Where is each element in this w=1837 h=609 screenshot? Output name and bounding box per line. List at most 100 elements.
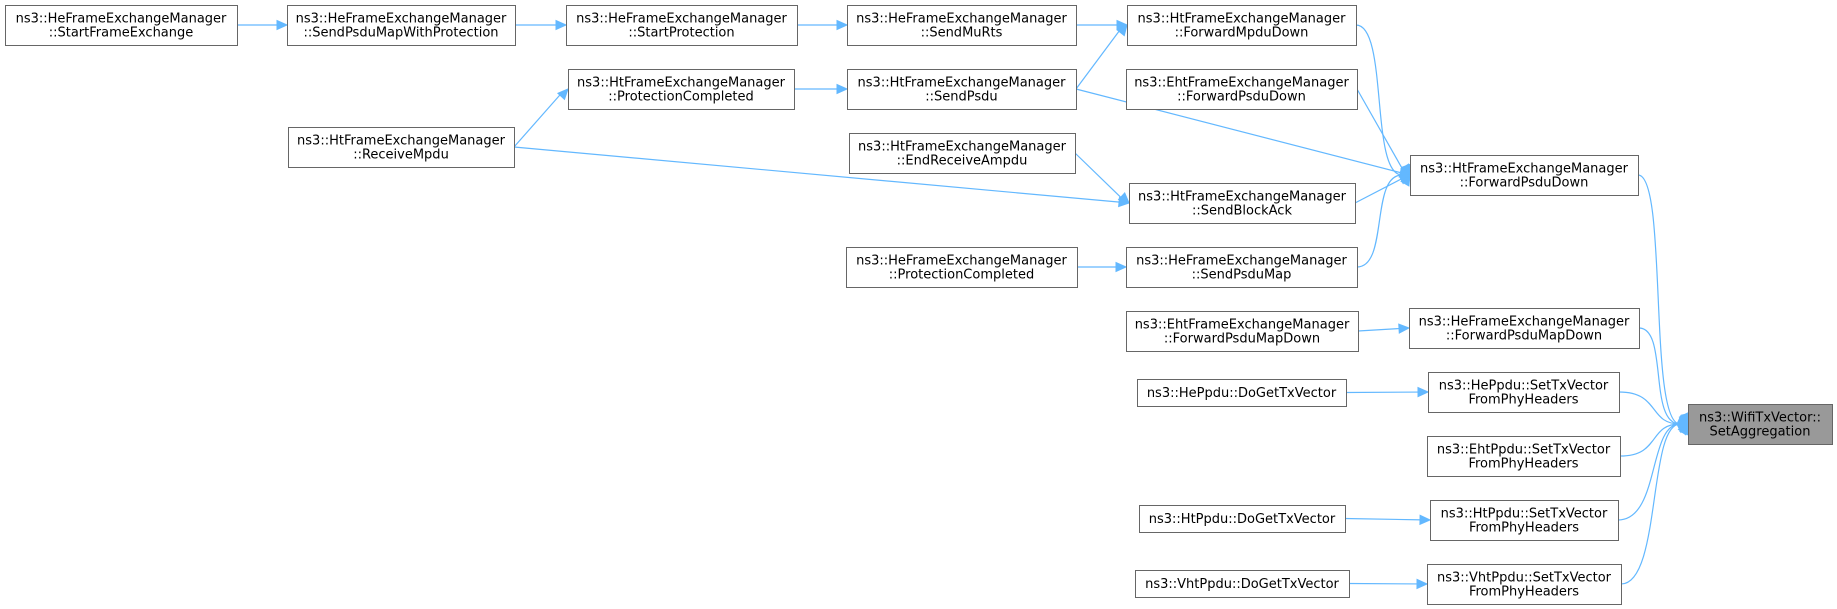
edge-ht_fwdmpdu-to-ht_fwdpsdu [1355, 24, 1412, 177]
node-box[interactable] [1139, 505, 1346, 533]
edge-ht_endrecvampdu-to-ht_sendblockack [1074, 152, 1130, 204]
node-box[interactable] [1126, 247, 1358, 288]
node-box[interactable] [1430, 500, 1619, 541]
arrow-head [276, 19, 289, 31]
node-he_sendmurts[interactable]: ns3::HeFrameExchangeManager::SendMuRts [847, 5, 1077, 46]
node-ht_protcompleted[interactable]: ns3::HtFrameExchangeManager::ProtectionC… [568, 69, 795, 110]
node-ht_fwdmpdu[interactable]: ns3::HtFrameExchangeManager::ForwardMpdu… [1127, 5, 1357, 46]
node-box[interactable] [847, 5, 1077, 46]
edge-line [1620, 423, 1681, 585]
edge-line [1356, 174, 1403, 268]
node-box[interactable] [1409, 308, 1640, 349]
node-label-line: ns3::HtFrameExchangeManager [858, 76, 1067, 91]
node-box[interactable] [5, 5, 238, 46]
arrow-head [1419, 514, 1432, 526]
node-label-line: ns3::HeFrameExchangeManager [576, 12, 787, 27]
node-eht_fwdpsdumap[interactable]: ns3::EhtFrameExchangeManager::ForwardPsd… [1126, 311, 1359, 352]
node-label-line: ::ForwardPsduDown [1177, 90, 1306, 105]
edge-line [1619, 423, 1681, 457]
node-box[interactable] [1129, 183, 1356, 224]
node-label-line: ns3::HtFrameExchangeManager [297, 134, 506, 149]
node-label-line: ::ForwardPsduMapDown [1446, 329, 1602, 344]
node-setaggregation[interactable]: ns3::WifiTxVector::SetAggregation [1688, 404, 1833, 445]
node-box[interactable] [849, 133, 1076, 174]
node-label-line: ::StartFrameExchange [49, 26, 194, 41]
node-label-line: ::ForwardPsduMapDown [1164, 332, 1320, 347]
edge-ht_sendpsdu-to-ht_fwdmpdu [1075, 24, 1128, 90]
node-label-line: ::SendPsdu [925, 90, 997, 105]
arrow-head [1398, 323, 1411, 334]
node-box[interactable] [1428, 372, 1620, 413]
node-he_startframe[interactable]: ns3::HeFrameExchangeManager::StartFrameE… [5, 5, 238, 46]
node-box[interactable] [1137, 379, 1347, 407]
arrow-head [556, 88, 569, 101]
node-label-line: ::SendPsduMap [1192, 268, 1292, 283]
node-label-line: ns3::HeFrameExchangeManager [1136, 254, 1347, 269]
node-label-line: ::SendPsduMapWithProtection [303, 26, 498, 41]
node-label-line: ::ForwardMpduDown [1175, 26, 1309, 41]
node-label-line: FromPhyHeaders [1468, 393, 1578, 408]
node-vhtppdu_dogettx[interactable]: ns3::VhtPpdu::DoGetTxVector [1135, 570, 1350, 598]
node-box[interactable] [1410, 155, 1639, 196]
node-he_sendpsdumap[interactable]: ns3::HeFrameExchangeManager::SendPsduMap [1126, 247, 1358, 288]
arrow-head [1118, 196, 1131, 208]
node-box[interactable] [1126, 69, 1358, 110]
edge-eht_fwdpsdumap-to-he_fwdpsdumap [1357, 323, 1411, 334]
node-label-line: ns3::EhtPpdu::SetTxVector [1437, 443, 1611, 458]
node-label-line: ns3::VhtPpdu::SetTxVector [1437, 571, 1612, 586]
edge-vhtppdu_settx-to-setaggregation [1620, 422, 1689, 585]
arrow-head [1115, 261, 1128, 273]
node-label-line: ::ProtectionCompleted [889, 268, 1034, 283]
node-box[interactable] [568, 69, 795, 110]
node-label-line: ns3::HeFrameExchangeManager [856, 12, 1067, 27]
arrow-head [555, 19, 568, 31]
edge-line [1074, 152, 1122, 198]
node-htppdu_dogettx[interactable]: ns3::HtPpdu::DoGetTxVector [1139, 505, 1346, 533]
node-box[interactable] [1135, 570, 1350, 598]
node-ht_sendpsdu[interactable]: ns3::HtFrameExchangeManager::SendPsdu [847, 69, 1077, 110]
arrow-head [1416, 578, 1429, 590]
node-label-line: ns3::HtPpdu::SetTxVector [1441, 507, 1608, 522]
edge-eht_fwdpsdu-to-ht_fwdpsdu [1356, 88, 1411, 177]
node-label-line: ns3::HtFrameExchangeManager [858, 140, 1067, 155]
node-ht_endrecvampdu[interactable]: ns3::HtFrameExchangeManager::EndReceiveA… [849, 133, 1076, 174]
node-label-line: ::StartProtection [628, 26, 734, 41]
node-box[interactable] [288, 127, 515, 168]
node-box[interactable] [287, 5, 516, 46]
node-box[interactable] [1127, 5, 1357, 46]
node-box[interactable] [566, 5, 798, 46]
node-he_startprot[interactable]: ns3::HeFrameExchangeManager::StartProtec… [566, 5, 798, 46]
node-box[interactable] [1126, 311, 1359, 352]
node-ht_sendblockack[interactable]: ns3::HtFrameExchangeManager::SendBlockAc… [1129, 183, 1356, 224]
edge-ehtppdu_settx-to-setaggregation [1619, 423, 1690, 457]
node-label-line: SetAggregation [1710, 425, 1811, 440]
node-eht_fwdpsdu[interactable]: ns3::EhtFrameExchangeManager::ForwardPsd… [1126, 69, 1358, 110]
node-he_protcompleted[interactable]: ns3::HeFrameExchangeManager::ProtectionC… [846, 247, 1078, 288]
node-box[interactable] [847, 69, 1077, 110]
node-he_sendpsdumapwp[interactable]: ns3::HeFrameExchangeManager::SendPsduMap… [287, 5, 516, 46]
node-label-line: ::ReceiveMpdu [353, 148, 449, 163]
node-box[interactable] [1427, 564, 1622, 605]
target-node-box[interactable] [1688, 404, 1833, 445]
arrow-head [836, 83, 849, 95]
node-ht_receivempdu[interactable]: ns3::HtFrameExchangeManager::ReceiveMpdu [288, 127, 515, 168]
edge-heppdu_settx-to-setaggregation [1618, 391, 1690, 425]
node-label-line: ns3::HtFrameExchangeManager [577, 76, 786, 91]
edge-line [1637, 174, 1681, 425]
node-heppdu_dogettx[interactable]: ns3::HePpdu::DoGetTxVector [1137, 379, 1347, 407]
arrow-head [1400, 173, 1411, 187]
node-label-line: ns3::HeFrameExchangeManager [16, 12, 227, 27]
edge-line [1618, 391, 1681, 425]
node-he_fwdpsdumap[interactable]: ns3::HeFrameExchangeManager::ForwardPsdu… [1409, 308, 1640, 349]
node-box[interactable] [1427, 436, 1621, 477]
node-ht_fwdpsdu[interactable]: ns3::HtFrameExchangeManager::ForwardPsdu… [1410, 155, 1639, 196]
node-label-line: ns3::HeFrameExchangeManager [1419, 315, 1630, 330]
node-label-line: ::ProtectionCompleted [608, 90, 753, 105]
node-box[interactable] [846, 247, 1078, 288]
edge-line [513, 94, 561, 148]
